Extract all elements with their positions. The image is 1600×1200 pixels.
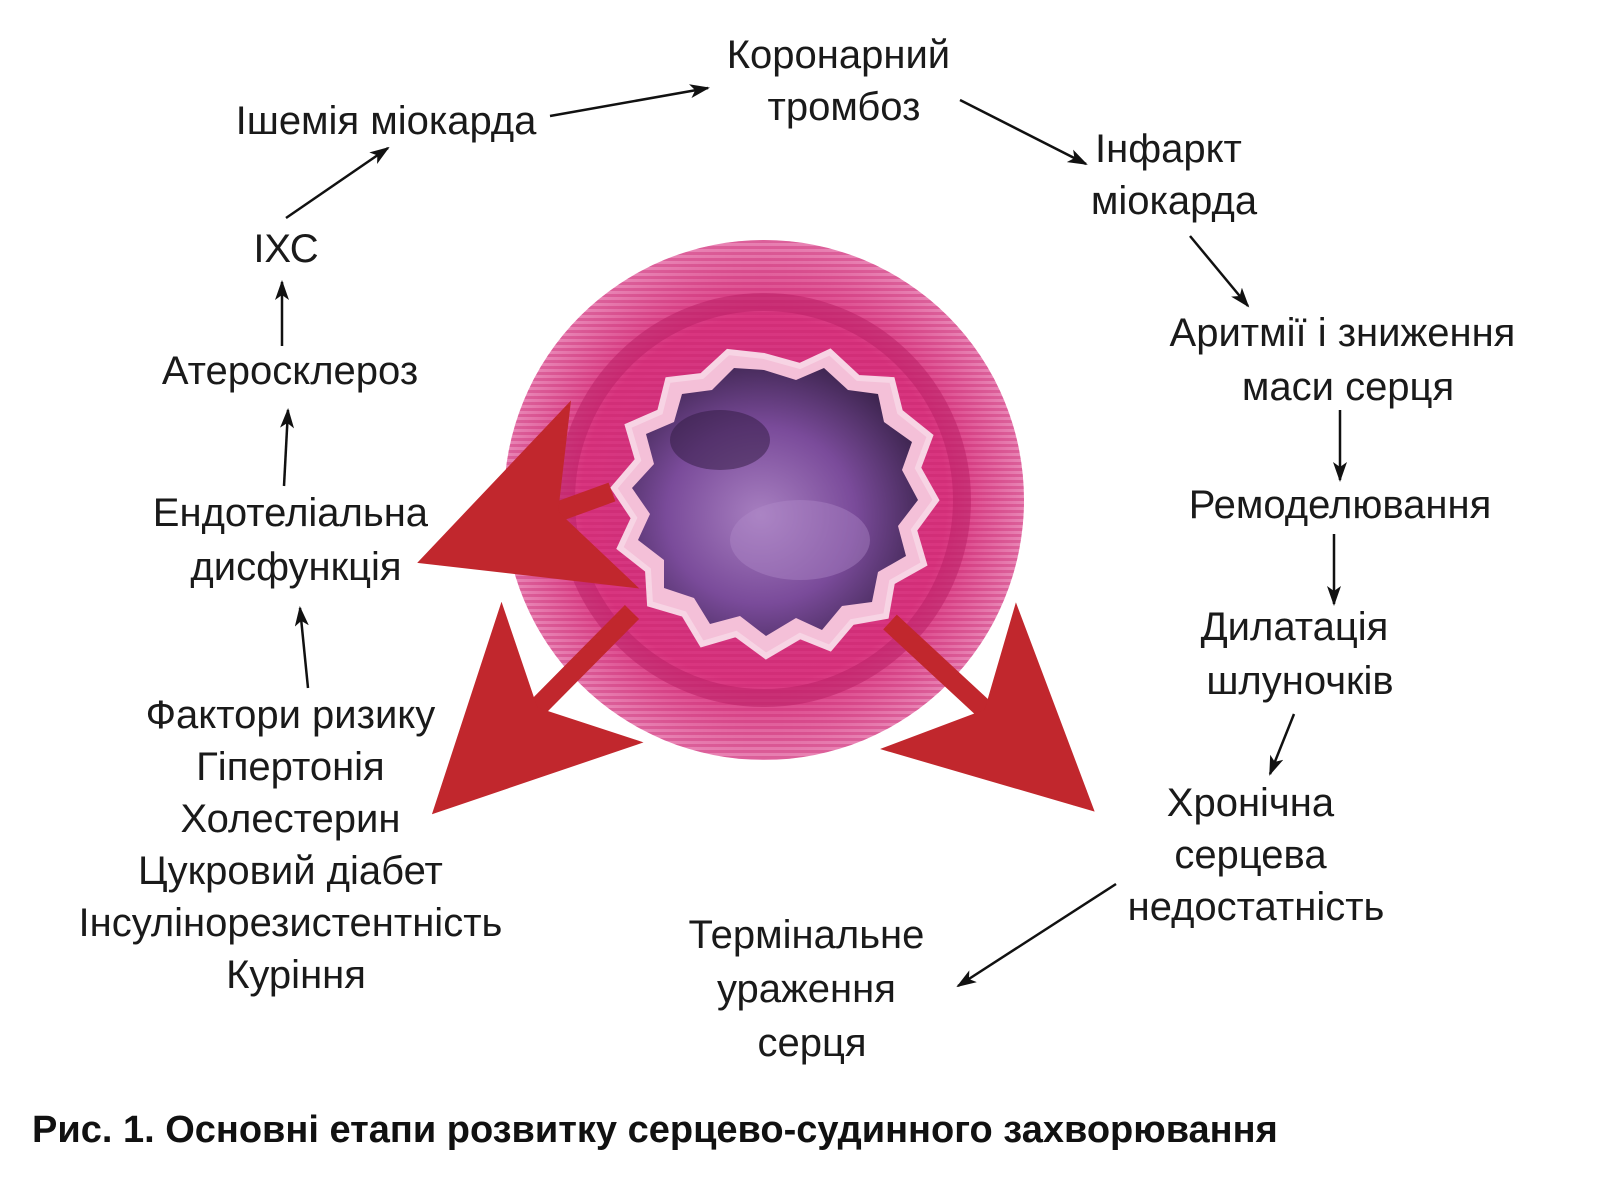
red-arrow-to-chronic-hf: [879, 602, 1095, 812]
label-atherosclerosis: Атеросклероз: [162, 349, 418, 393]
arrow-dilation-to-chronic-hf: [1268, 713, 1296, 776]
label-line: Фактори ризику: [146, 693, 436, 737]
label-line: серця: [757, 1021, 866, 1065]
label-line: ураження: [717, 967, 896, 1011]
label-line: Холестерин: [180, 797, 400, 841]
label-line: Інфаркт: [1095, 127, 1242, 171]
label-line: Гіпертонія: [196, 745, 385, 789]
label-line: Ішемія міокарда: [236, 99, 538, 143]
arrow-ischemia-to-thrombosis: [549, 84, 710, 118]
label-dilation: Дилатація шлуночків: [1201, 605, 1400, 703]
flow-arrows: [275, 84, 1347, 988]
label-line: шлуночків: [1206, 659, 1393, 703]
figure-caption: Рис. 1. Основні етапи розвитку серцево-с…: [32, 1109, 1278, 1151]
label-line: Термінальне: [688, 913, 924, 957]
arrow-chronic-hf-to-terminal: [956, 882, 1117, 988]
label-line: ІХС: [253, 227, 318, 271]
label-terminal: Термінальне ураження серця: [688, 913, 935, 1065]
label-line: недостатність: [1128, 885, 1385, 929]
red-arrow-to-endothelial: [417, 400, 640, 589]
label-line: Ремоделювання: [1189, 483, 1492, 527]
label-line: Хронічна: [1167, 781, 1335, 825]
label-line: Аритмії і зниження: [1170, 311, 1516, 355]
label-remodeling: Ремоделювання: [1189, 483, 1492, 527]
label-line: Ендотеліальна: [153, 491, 429, 535]
label-line: маси серця: [1242, 365, 1454, 409]
arrow-endothelial-to-atherosclerosis: [280, 408, 295, 487]
label-line: Цукровий діабет: [138, 849, 443, 893]
label-coronary-thrombosis: Коронарний тромбоз: [727, 33, 962, 129]
label-chronic-hf: Хронічна серцева недостатність: [1128, 781, 1385, 929]
label-line: Атеросклероз: [162, 349, 418, 393]
label-line: серцева: [1174, 833, 1327, 877]
label-myocardial-ischemia: Ішемія міокарда: [236, 99, 538, 143]
arrow-infarction-to-arrhythmia: [1189, 235, 1250, 308]
label-ihd: ІХС: [253, 227, 318, 271]
label-arrhythmia: Аритмії і зниження маси серця: [1170, 311, 1527, 409]
arrow-thrombosis-to-infarction: [959, 98, 1088, 166]
labels: Коронарний тромбоз Ішемія міокарда Інфар…: [79, 33, 1527, 1065]
arrow-risk-to-endothelial: [294, 606, 310, 689]
red-arrow-to-risk-factors: [431, 601, 644, 815]
label-endothelial-dysfunction: Ендотеліальна дисфункція: [153, 491, 439, 589]
label-line: тромбоз: [768, 85, 921, 129]
label-line: міокарда: [1091, 179, 1258, 223]
label-myocardial-infarction: Інфаркт міокарда: [1091, 127, 1258, 223]
arrow-ihd-to-ischemia: [285, 146, 390, 220]
label-line: Дилатація: [1201, 605, 1389, 649]
label-line: Інсулінорезистентність: [79, 901, 503, 945]
label-line: дисфункція: [190, 545, 401, 589]
label-line: Куріння: [226, 953, 366, 997]
label-line: Коронарний: [727, 33, 950, 77]
label-risk-factors: Фактори ризику Гіпертонія Холестерин Цук…: [79, 693, 514, 997]
red-arrows: [417, 400, 1095, 815]
